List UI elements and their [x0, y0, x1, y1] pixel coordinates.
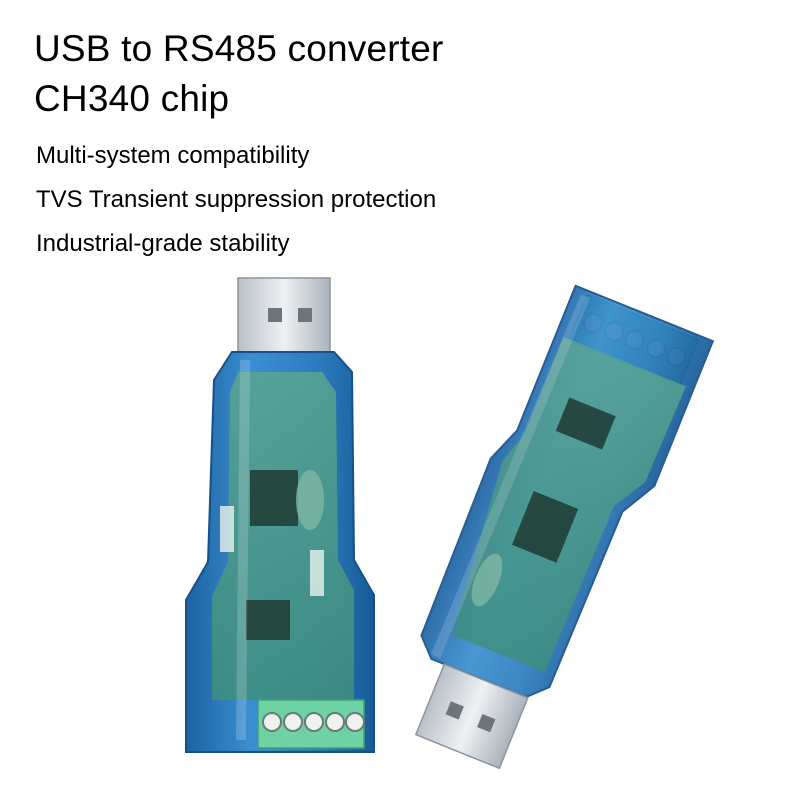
headline: USB to RS485 converter CH340 chip: [34, 24, 444, 124]
left-adapter: [185, 277, 375, 753]
headline-line-2: CH340 chip: [34, 78, 230, 119]
right-adapter: [414, 284, 715, 770]
usb-plug-icon: [237, 277, 331, 359]
feature-item: Industrial-grade stability: [36, 230, 290, 257]
headline-line-1: USB to RS485 converter: [34, 28, 444, 69]
feature-item: TVS Transient suppression protection: [36, 186, 437, 213]
feature-list: Multi-system compatibility TVS Transient…: [36, 134, 436, 266]
terminal-block-icon: [257, 699, 365, 749]
product-image: [185, 277, 715, 770]
usb-plug-icon: [414, 663, 529, 770]
feature-item: Multi-system compatibility: [36, 142, 310, 169]
